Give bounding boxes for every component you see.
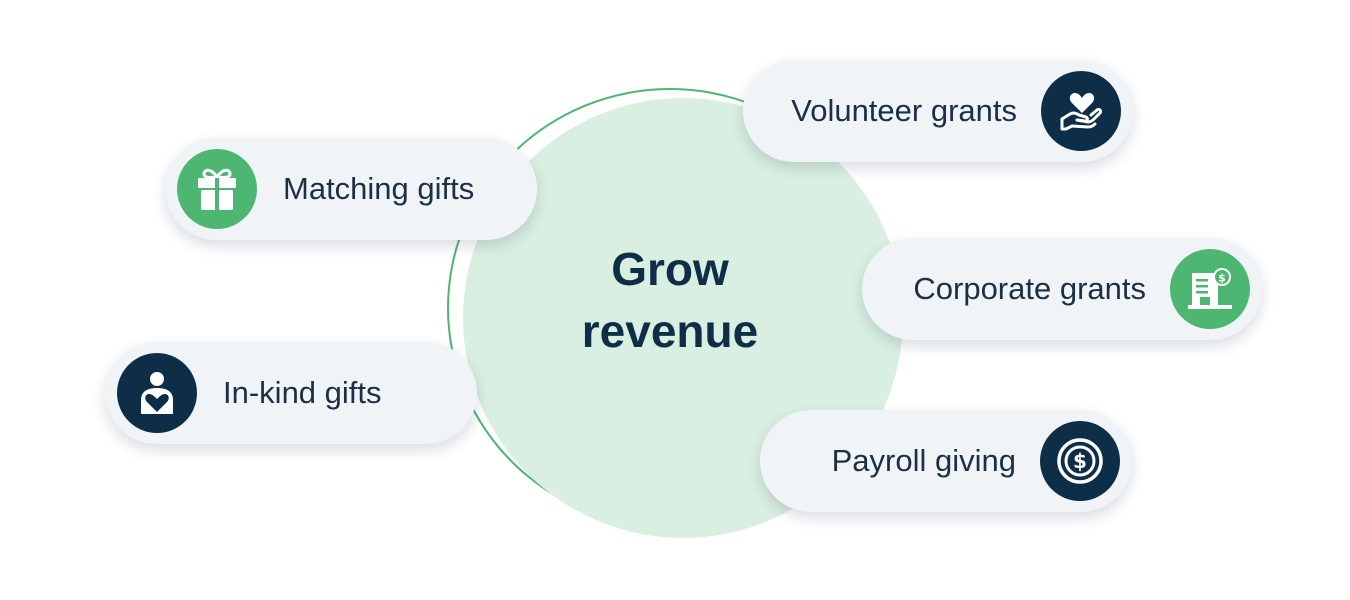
svg-text:$: $	[1073, 449, 1087, 473]
pill-label: Corporate grants	[913, 271, 1146, 306]
hub-title-line-1: Grow	[611, 243, 729, 295]
gift-icon	[177, 149, 257, 229]
hub-title: Grow revenue	[520, 238, 820, 362]
hand-heart-icon	[1041, 71, 1121, 151]
pill-volunteer-grants: Volunteer grants	[743, 60, 1133, 162]
pill-corporate-grants: Corporate grants $	[862, 238, 1262, 340]
person-heart-icon	[117, 353, 197, 433]
pill-label: Payroll giving	[831, 443, 1016, 478]
pill-label: Matching gifts	[283, 171, 475, 206]
hub-title-line-2: revenue	[581, 305, 759, 357]
pill-label: In-kind gifts	[223, 375, 382, 410]
pill-in-kind-gifts: In-kind gifts	[105, 342, 477, 444]
pill-payroll-giving: Payroll giving $	[760, 410, 1132, 512]
dollar-coin-icon: $	[1040, 421, 1120, 501]
pill-matching-gifts: Matching gifts	[165, 138, 537, 240]
building-dollar-icon: $	[1170, 249, 1250, 329]
svg-text:$: $	[1218, 272, 1226, 285]
pill-label: Volunteer grants	[791, 93, 1017, 128]
